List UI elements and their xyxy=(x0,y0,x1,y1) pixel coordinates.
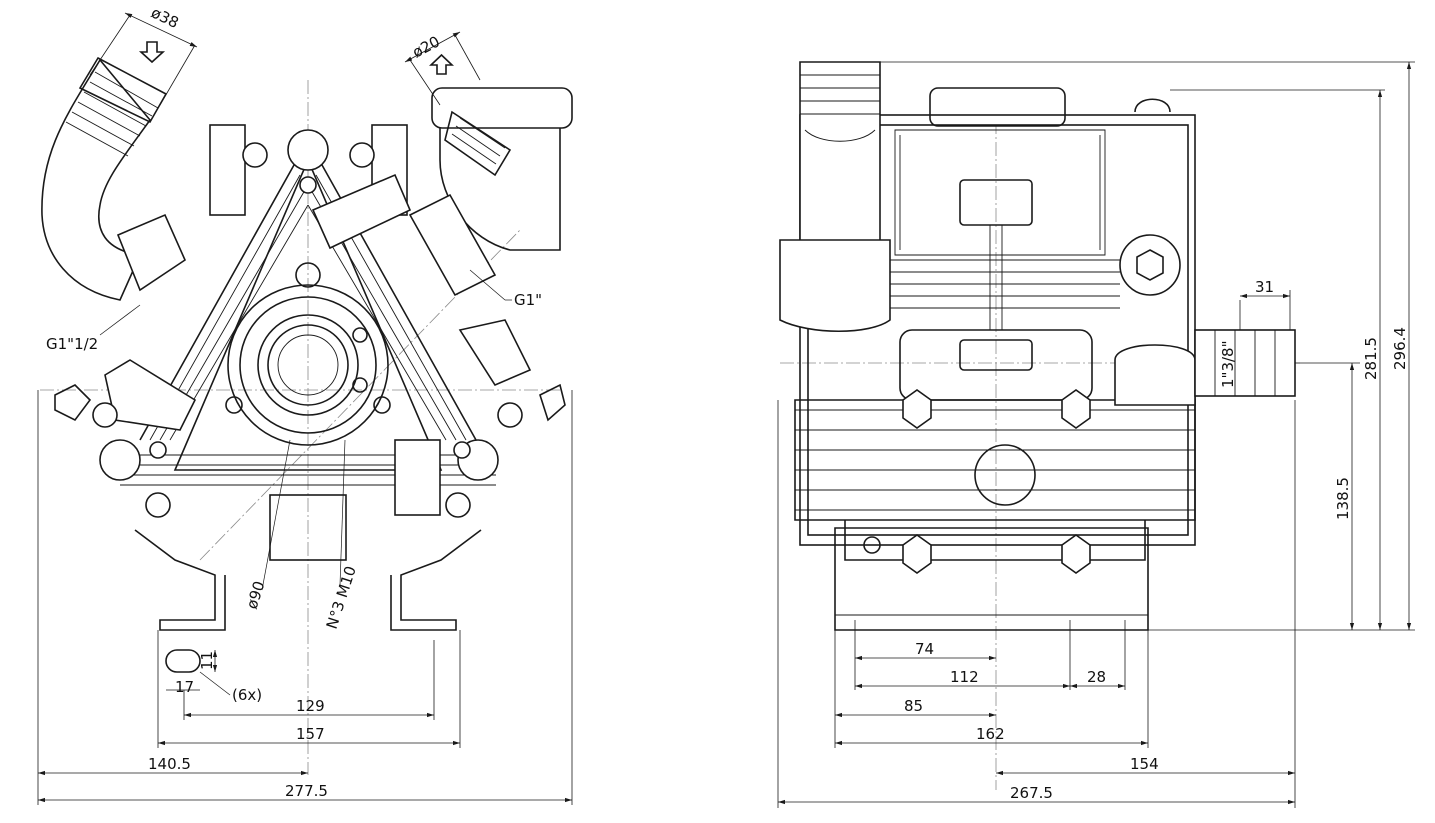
inlet-diameter-label: ø38 xyxy=(148,3,181,32)
dim-267-5-label: 267.5 xyxy=(1010,784,1053,802)
dim-138-5-label: 138.5 xyxy=(1334,477,1352,520)
slot-height-label: 11 xyxy=(198,651,216,670)
dim-31-label: 31 xyxy=(1255,278,1274,296)
outlet-diameter-label: ø20 xyxy=(409,32,442,61)
slot-count-label: (6x) xyxy=(232,686,262,704)
dim-154-label: 154 xyxy=(1130,755,1159,773)
inlet-thread-label: G1"1/2 xyxy=(46,335,98,353)
flange-diameter-label: ø90 xyxy=(243,579,269,611)
dim-296-4-label: 296.4 xyxy=(1391,327,1409,370)
slot-width-label: 17 xyxy=(175,678,194,696)
dim-277-5-label: 277.5 xyxy=(285,782,328,800)
side-view: 31 1"3/8" 296.4 281.5 138.5 74 112 28 85… xyxy=(777,61,1415,808)
dim-28-label: 28 xyxy=(1087,668,1106,686)
dim-74-label: 74 xyxy=(915,640,934,658)
dim-85-label: 85 xyxy=(904,697,923,715)
outlet-thread-label: G1" xyxy=(514,291,542,309)
dim-129-label: 129 xyxy=(296,697,325,715)
dim-281-5-label: 281.5 xyxy=(1362,337,1380,380)
flange-bolts-label: N°3 M10 xyxy=(323,564,360,631)
front-view: ø38 ø20 G1" G1"1/2 ø90 N°3 M10 11 17 (6x… xyxy=(37,3,573,805)
dim-140-5-label: 140.5 xyxy=(148,755,191,773)
dim-157-label: 157 xyxy=(296,725,325,743)
dim-162-label: 162 xyxy=(976,725,1005,743)
dim-112-label: 112 xyxy=(950,668,979,686)
port-thread-label: 1"3/8" xyxy=(1219,341,1237,388)
